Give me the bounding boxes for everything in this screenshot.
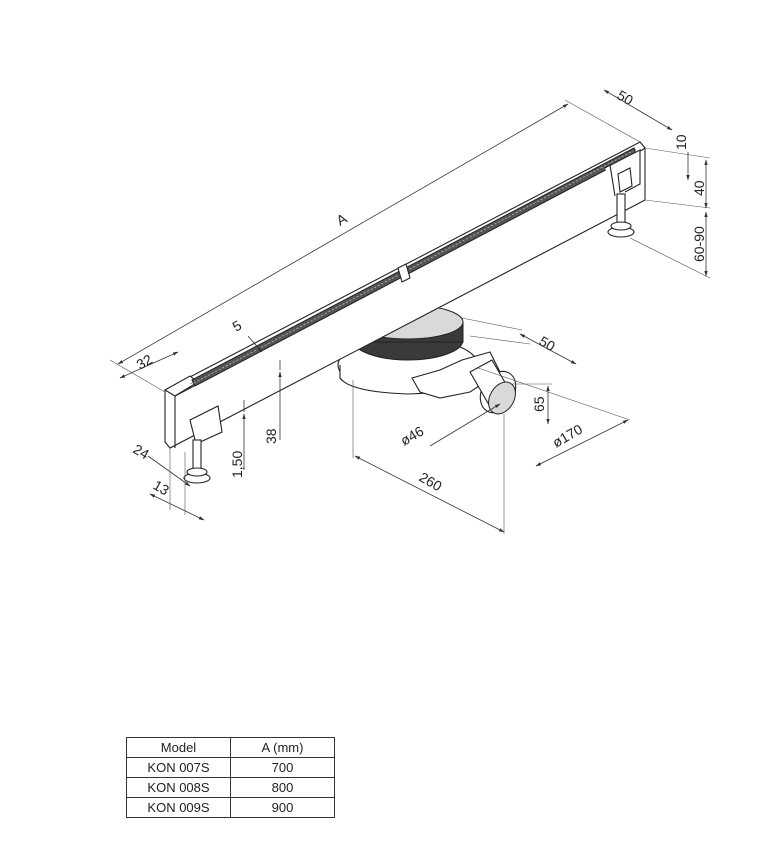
dim-46-label: ø46 [398, 423, 427, 449]
a-value-cell: 800 [230, 777, 335, 798]
column-header-a: A (mm) [230, 737, 335, 758]
column-header-model: Model [126, 737, 231, 758]
table-row: KON 007S 700 [126, 757, 335, 778]
dim-50-outlet-label: 50 [537, 333, 559, 355]
dim-1-50-label: 1,50 [229, 451, 245, 478]
model-cell: KON 007S [126, 757, 231, 778]
model-size-table: Model A (mm) KON 007S 700 KON 008S 800 K… [126, 737, 335, 818]
dim-260-label: 260 [417, 469, 445, 495]
model-cell: KON 009S [126, 797, 231, 818]
table-header-row: Model A (mm) [126, 737, 335, 758]
dim-32-label: 32 [134, 351, 156, 373]
dim-13-label: 13 [151, 477, 173, 499]
dim-170-label: ø170 [550, 421, 586, 451]
dim-10-label: 10 [673, 134, 689, 150]
table-row: KON 008S 800 [126, 777, 335, 798]
a-value-cell: 700 [230, 757, 335, 778]
adjustable-foot-left [183, 439, 211, 484]
dim-38-label: 38 [263, 428, 279, 444]
adjustable-foot-right [607, 193, 635, 238]
dim-50-top-label: 50 [615, 87, 637, 109]
dim-a-label: A [334, 210, 351, 229]
dim-24-label: 24 [131, 441, 153, 463]
dim-60-90-label: 60-90 [691, 226, 707, 262]
dim-40-label: 40 [691, 180, 707, 196]
dim-65-label: 65 [531, 396, 547, 412]
dim-5-label: 5 [230, 317, 245, 335]
model-cell: KON 008S [126, 777, 231, 798]
dimension-lines [109, 89, 711, 534]
a-value-cell: 900 [230, 797, 335, 818]
drain-technical-drawing: A 50 10 40 60-90 32 5 38 1,50 24 13 50 6… [109, 87, 711, 534]
table-row: KON 009S 900 [126, 797, 335, 818]
